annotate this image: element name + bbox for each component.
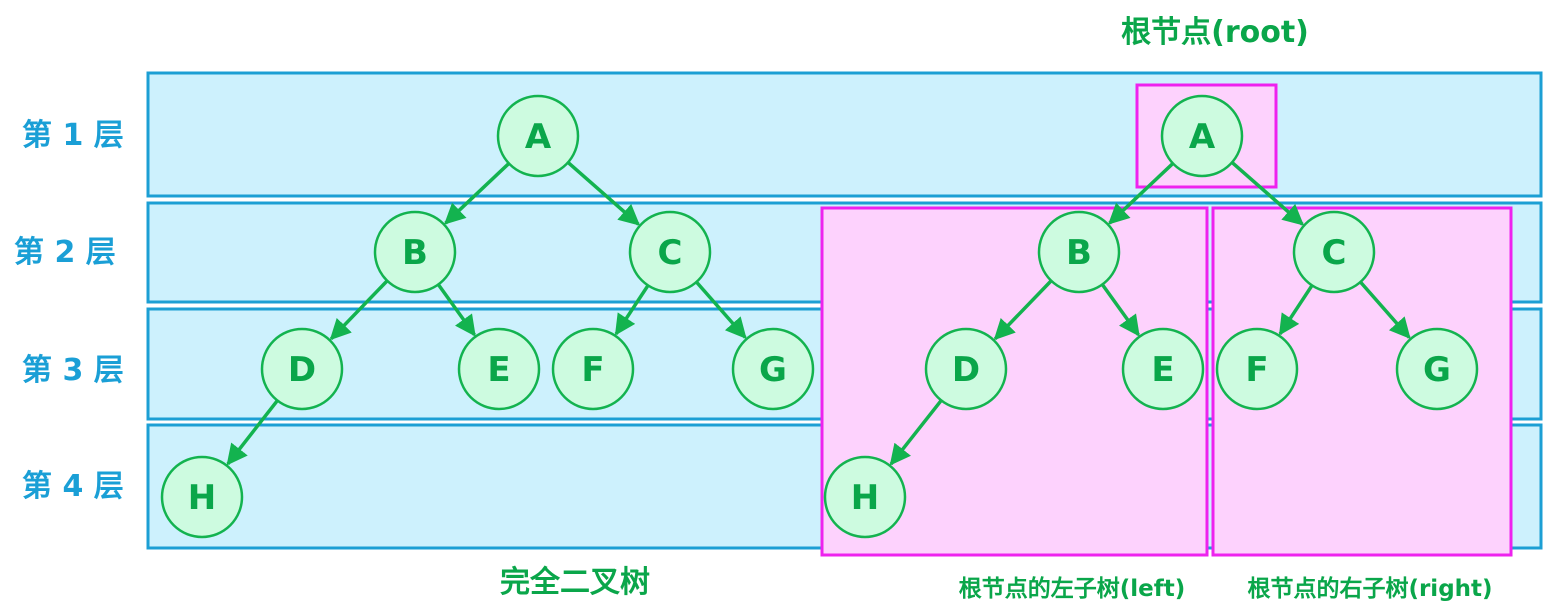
left-tree-nodes: A B C D E F G H bbox=[160, 94, 815, 539]
right-tree-node-circle-a bbox=[1160, 94, 1244, 178]
right-tree-edge-a-c bbox=[1230, 161, 1305, 226]
left-tree-edge-a-b bbox=[444, 162, 511, 225]
left-tree-node-f: F bbox=[551, 327, 635, 411]
left-tree-edge-c-g bbox=[695, 280, 747, 340]
layer-label-1: 第 1 层 bbox=[22, 118, 124, 153]
layer-label-2: 第 2 层 bbox=[14, 235, 116, 270]
left-tree-node-label-c: C bbox=[658, 233, 683, 273]
right-tree-node-f: F bbox=[1215, 327, 1299, 411]
left-tree-edge-b-e bbox=[436, 283, 476, 337]
right-subtree-caption: 根节点的右子树(right) bbox=[1247, 575, 1492, 602]
right-tree-node-e: E bbox=[1121, 327, 1205, 411]
left-tree-node-label-g: G bbox=[759, 350, 787, 390]
right-tree-edge-c-f bbox=[1278, 284, 1314, 336]
left-tree-node-label-f: F bbox=[581, 350, 604, 390]
left-tree-node-d: D bbox=[260, 327, 344, 411]
left-tree-node-circle-g bbox=[731, 327, 815, 411]
left-tree-node-circle-a bbox=[496, 94, 580, 178]
right-tree-edge-d-h bbox=[889, 399, 943, 466]
right-tree-node-a: A bbox=[1160, 94, 1244, 178]
left-tree-node-circle-h bbox=[160, 455, 244, 539]
left-tree-edge-b-d bbox=[329, 279, 389, 341]
right-tree-node-circle-e bbox=[1121, 327, 1205, 411]
right-tree-nodes: A B C D E F G H bbox=[823, 94, 1479, 539]
left-tree-node-label-d: D bbox=[288, 350, 316, 390]
right-tree-node-h: H bbox=[823, 455, 907, 539]
left-tree-node-label-a: A bbox=[525, 117, 552, 157]
left-subtree-caption: 根节点的左子树(left) bbox=[959, 575, 1186, 602]
layer-band-1 bbox=[146, 71, 1543, 198]
right-tree-edge-c-g bbox=[1359, 280, 1411, 340]
left-tree-node-g: G bbox=[731, 327, 815, 411]
right-tree-node-circle-d bbox=[924, 327, 1008, 411]
left-tree-node-c: C bbox=[628, 210, 712, 294]
right-tree-edge-b-d bbox=[993, 279, 1053, 341]
left-tree-node-circle-b bbox=[373, 210, 457, 294]
right-tree-node-label-d: D bbox=[952, 350, 980, 390]
right-tree-node-label-b: B bbox=[1066, 233, 1092, 273]
right-tree-node-label-h: H bbox=[851, 478, 879, 518]
layer-label-4: 第 4 层 bbox=[22, 469, 124, 504]
left-tree-node-label-h: H bbox=[188, 478, 216, 518]
layer-labels: 第 1 层 第 2 层 第 3 层 第 4 层 bbox=[14, 118, 124, 504]
left-tree-edge-a-c bbox=[566, 161, 641, 226]
right-tree-edges bbox=[889, 161, 1411, 466]
left-tree-node-b: B bbox=[373, 210, 457, 294]
left-tree-node-circle-c bbox=[628, 210, 712, 294]
right-tree-node-label-c: C bbox=[1322, 233, 1347, 273]
right-tree-edge-a-b bbox=[1108, 162, 1175, 225]
root-caption: 根节点(root) bbox=[1121, 15, 1309, 50]
left-tree-edges bbox=[226, 161, 747, 466]
right-tree-node-circle-f bbox=[1215, 327, 1299, 411]
left-tree-node-label-b: B bbox=[402, 233, 428, 273]
right-tree-node-circle-h bbox=[823, 455, 907, 539]
right-tree-node-label-a: A bbox=[1189, 117, 1216, 157]
right-tree-node-label-f: F bbox=[1245, 350, 1268, 390]
left-tree-node-circle-e bbox=[457, 327, 541, 411]
right-tree-node-d: D bbox=[924, 327, 1008, 411]
left-tree-edge-d-h bbox=[226, 399, 279, 466]
left-tree-node-e: E bbox=[457, 327, 541, 411]
right-tree-node-circle-g bbox=[1395, 327, 1479, 411]
complete-binary-tree-caption: 完全二叉树 bbox=[500, 565, 650, 600]
right-tree-edge-b-e bbox=[1100, 283, 1140, 337]
left-tree-edge-c-f bbox=[614, 284, 650, 336]
left-tree-node-label-e: E bbox=[487, 350, 510, 390]
left-tree-node-h: H bbox=[160, 455, 244, 539]
left-tree-node-a: A bbox=[496, 94, 580, 178]
right-tree-node-g: G bbox=[1395, 327, 1479, 411]
right-tree-node-label-g: G bbox=[1423, 350, 1451, 390]
right-tree-node-label-e: E bbox=[1151, 350, 1174, 390]
right-tree-node-b: B bbox=[1037, 210, 1121, 294]
right-tree-node-c: C bbox=[1292, 210, 1376, 294]
left-tree-node-circle-f bbox=[551, 327, 635, 411]
right-tree-node-circle-c bbox=[1292, 210, 1376, 294]
layer-label-3: 第 3 层 bbox=[22, 353, 124, 388]
right-tree-node-circle-b bbox=[1037, 210, 1121, 294]
left-tree-node-circle-d bbox=[260, 327, 344, 411]
